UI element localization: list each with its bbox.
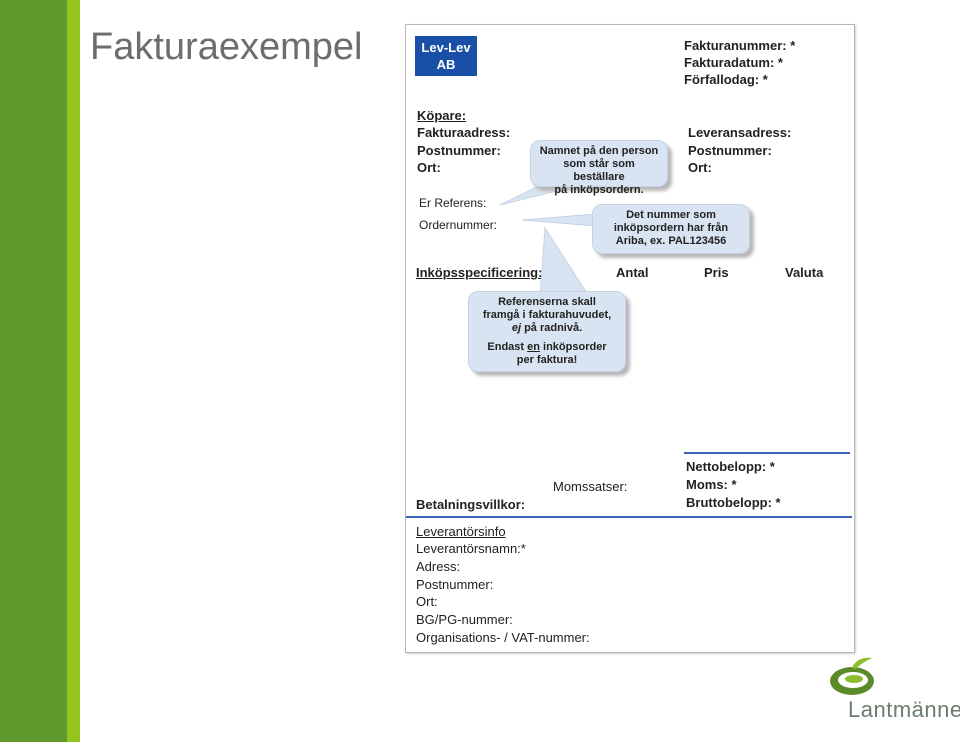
callout-person-line-1: Namnet på den person — [539, 145, 659, 157]
callout-person: Namnet på den person som står som bestäl… — [530, 140, 668, 196]
lantmannen-logo-icon — [830, 657, 874, 695]
supplier-address-label: Adress: — [416, 559, 461, 574]
supplier-city-label: Ort: — [416, 594, 438, 609]
supplier-name-label: Leverantörsnamn:* — [416, 541, 526, 556]
supplier-info-heading: Leverantörsinfo — [416, 524, 506, 539]
callout-references: Referenserna skall framgå i fakturahuvud… — [468, 291, 626, 372]
left-stripe-light — [67, 0, 80, 742]
delivery-address-label: Leveransadress: — [688, 125, 792, 140]
quantity-column-label: Antal — [616, 265, 649, 280]
callout-number-line-1: Det nummer som — [626, 209, 716, 221]
delivery-postcode-label: Postnummer: — [688, 143, 772, 158]
callout-line-4-post: inköpsorder — [539, 341, 607, 353]
callout-references-line-5: per faktura! — [516, 354, 578, 366]
purchase-spec-heading: Inköpsspecificering: — [416, 265, 543, 280]
order-number-label: Ordernummer: — [419, 218, 498, 232]
supplier-bgpg-label: BG/PG-nummer: — [416, 612, 513, 627]
invoice-number-label: Fakturanummer: * — [684, 38, 796, 53]
callout-number-line-3: Ariba, ex. PAL123456 — [615, 235, 727, 247]
callout-order-number: Det nummer som inköpsordern har från Ari… — [592, 204, 750, 254]
callout-references-line-4: Endast en inköpsorder — [475, 341, 619, 354]
callout-ej-emphasis: ej — [511, 322, 522, 334]
callout-number-line-2: inköpsordern har från — [613, 222, 729, 234]
buyer-postcode-label: Postnummer: — [417, 143, 501, 158]
invoice-document — [405, 24, 855, 653]
callout-references-line-2: framgå i fakturahuvudet, — [482, 309, 612, 321]
buyer-city-label: Ort: — [417, 160, 441, 175]
callout-line-4-pre: Endast — [487, 341, 528, 353]
callout-number-pointer — [521, 213, 597, 227]
buyer-heading: Köpare: — [417, 108, 467, 123]
slide-title: Fakturaexempel — [90, 26, 363, 68]
currency-column-label: Valuta — [785, 265, 824, 280]
callout-references-line-3-rest: på radnivå. — [521, 322, 583, 334]
delivery-city-label: Ort: — [688, 160, 712, 175]
callout-en-underlined: en — [527, 341, 540, 353]
supplier-divider — [406, 516, 852, 518]
logo-line-2: AB — [436, 57, 456, 72]
callout-person-line-2: som står som beställare — [563, 158, 635, 183]
invoice-date-label: Fakturadatum: * — [684, 55, 783, 70]
totals-divider — [684, 452, 850, 454]
callout-references-pointer — [539, 226, 591, 299]
vat-label: Moms: * — [686, 477, 737, 492]
supplier-orgnr-label: Organisations- / VAT-nummer: — [416, 630, 590, 645]
lantmannen-logo-text: Lantmännen — [848, 697, 960, 722]
vat-rates-label: Momssatser: — [553, 479, 628, 494]
net-amount-label: Nettobelopp: * — [686, 459, 775, 474]
price-column-label: Pris — [704, 265, 729, 280]
gross-amount-label: Bruttobelopp: * — [686, 495, 781, 510]
due-date-label: Förfallodag: * — [684, 72, 768, 87]
supplier-postcode-label: Postnummer: — [416, 577, 494, 592]
reference-label: Er Referens: — [419, 196, 487, 210]
callout-references-line-3: ej på radnivå. — [475, 322, 619, 335]
invoice-logo-box: Lev-Lev AB — [415, 36, 477, 76]
payment-terms-label: Betalningsvillkor: — [416, 497, 526, 512]
callout-person-line-3: på inköpsordern. — [554, 184, 644, 196]
logo-line-1: Lev-Lev — [421, 40, 471, 55]
callout-references-line-1: Referenserna skall — [498, 296, 596, 308]
invoice-address-label: Fakturaadress: — [417, 125, 511, 140]
left-stripe-dark — [0, 0, 67, 742]
